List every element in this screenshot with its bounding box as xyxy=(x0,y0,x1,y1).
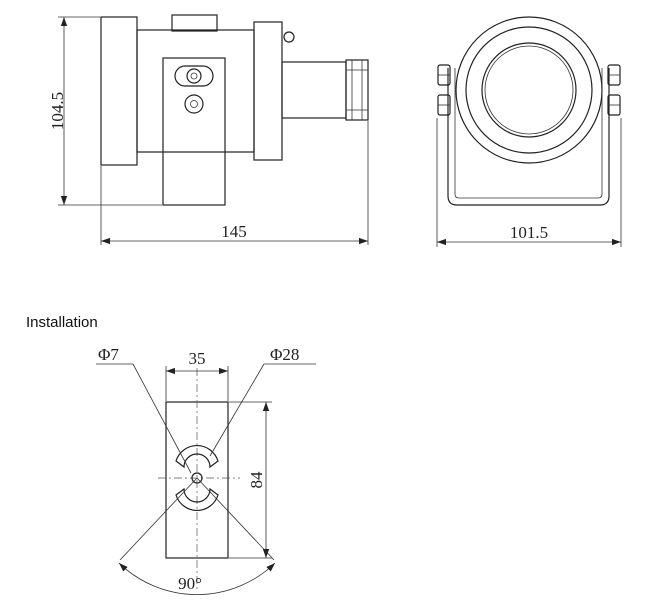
installation-view: 35 Φ7 Φ28 84 90° xyxy=(96,345,316,596)
installation-caption: Installation xyxy=(26,314,98,331)
hole-diameter-label: Φ7 xyxy=(98,345,119,364)
side-view: 104.5 145 xyxy=(48,14,369,245)
width-dimension: 101.5 xyxy=(510,223,548,242)
slot-angle-dimension: 90° xyxy=(178,574,202,593)
bracket-bolt-lower xyxy=(184,94,204,114)
front-bolts-left xyxy=(437,64,451,116)
slot-spacing-dimension: 35 xyxy=(189,349,206,368)
circle-diameter-label: Φ28 xyxy=(270,345,299,364)
upper-slot xyxy=(175,445,219,469)
front-bolts-right xyxy=(607,64,621,116)
bracket-bolt-upper xyxy=(174,65,214,87)
length-dimension: 145 xyxy=(221,222,247,241)
plate-height-dimension: 84 xyxy=(247,471,266,489)
center-hole xyxy=(191,472,203,484)
height-dimension: 104.5 xyxy=(48,92,67,130)
front-view: 101.5 xyxy=(436,16,622,247)
lower-slot xyxy=(175,487,219,511)
